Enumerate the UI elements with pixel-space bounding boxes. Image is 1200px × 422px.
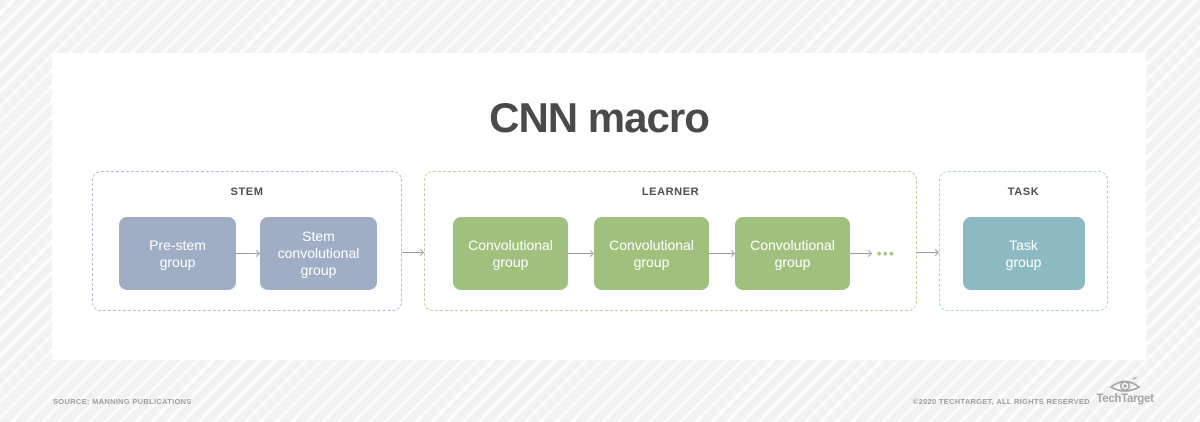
node-convolutional-group-2: Convolutional group: [594, 217, 709, 290]
arrow-right-icon: [850, 249, 873, 258]
group-label-task: TASK: [1007, 186, 1040, 198]
arrow-right-icon: [236, 249, 261, 258]
diagram-card: CNN macro STEM Pre-stem group Stem convo…: [52, 53, 1146, 360]
node-row-task: Task group: [940, 217, 1107, 290]
techtarget-logo: TechTarget: [1096, 377, 1154, 405]
group-container-task: TASK Task group: [939, 171, 1108, 311]
arrow-right-icon: [709, 249, 736, 258]
group-label-stem: STEM: [230, 186, 264, 198]
footer-source-credit: SOURCE: MANNING PUBLICATIONS: [53, 397, 192, 406]
node-task-group: Task group: [962, 217, 1085, 290]
diagram-title: CNN macro: [489, 94, 710, 141]
group-container-stem: STEM Pre-stem group Stem convolutional g…: [92, 171, 402, 311]
arrow-right-icon: [568, 249, 595, 258]
footer-copyright: ©2020 TECHTARGET, ALL RIGHTS RESERVED: [912, 397, 1090, 406]
arrow-stem-to-learner-icon: [402, 248, 425, 257]
node-convolutional-group-1: Convolutional group: [453, 217, 568, 290]
ellipsis-dots-icon: •••: [877, 246, 896, 261]
logo-text: TechTarget: [1096, 393, 1154, 405]
node-convolutional-group-3: Convolutional group: [735, 217, 850, 290]
node-row-stem: Pre-stem group Stem convolutional group: [93, 217, 401, 290]
eye-icon: [1109, 377, 1141, 392]
node-pre-stem-group: Pre-stem group: [119, 217, 236, 290]
node-row-learner: Convolutional group Convolutional group …: [425, 217, 916, 290]
group-label-learner: LEARNER: [641, 186, 700, 198]
arrow-learner-to-task-icon: [917, 248, 940, 257]
group-container-learner: LEARNER Convolutional group Convolutiona…: [424, 171, 917, 311]
node-stem-convolutional-group: Stem convolutional group: [260, 217, 377, 290]
